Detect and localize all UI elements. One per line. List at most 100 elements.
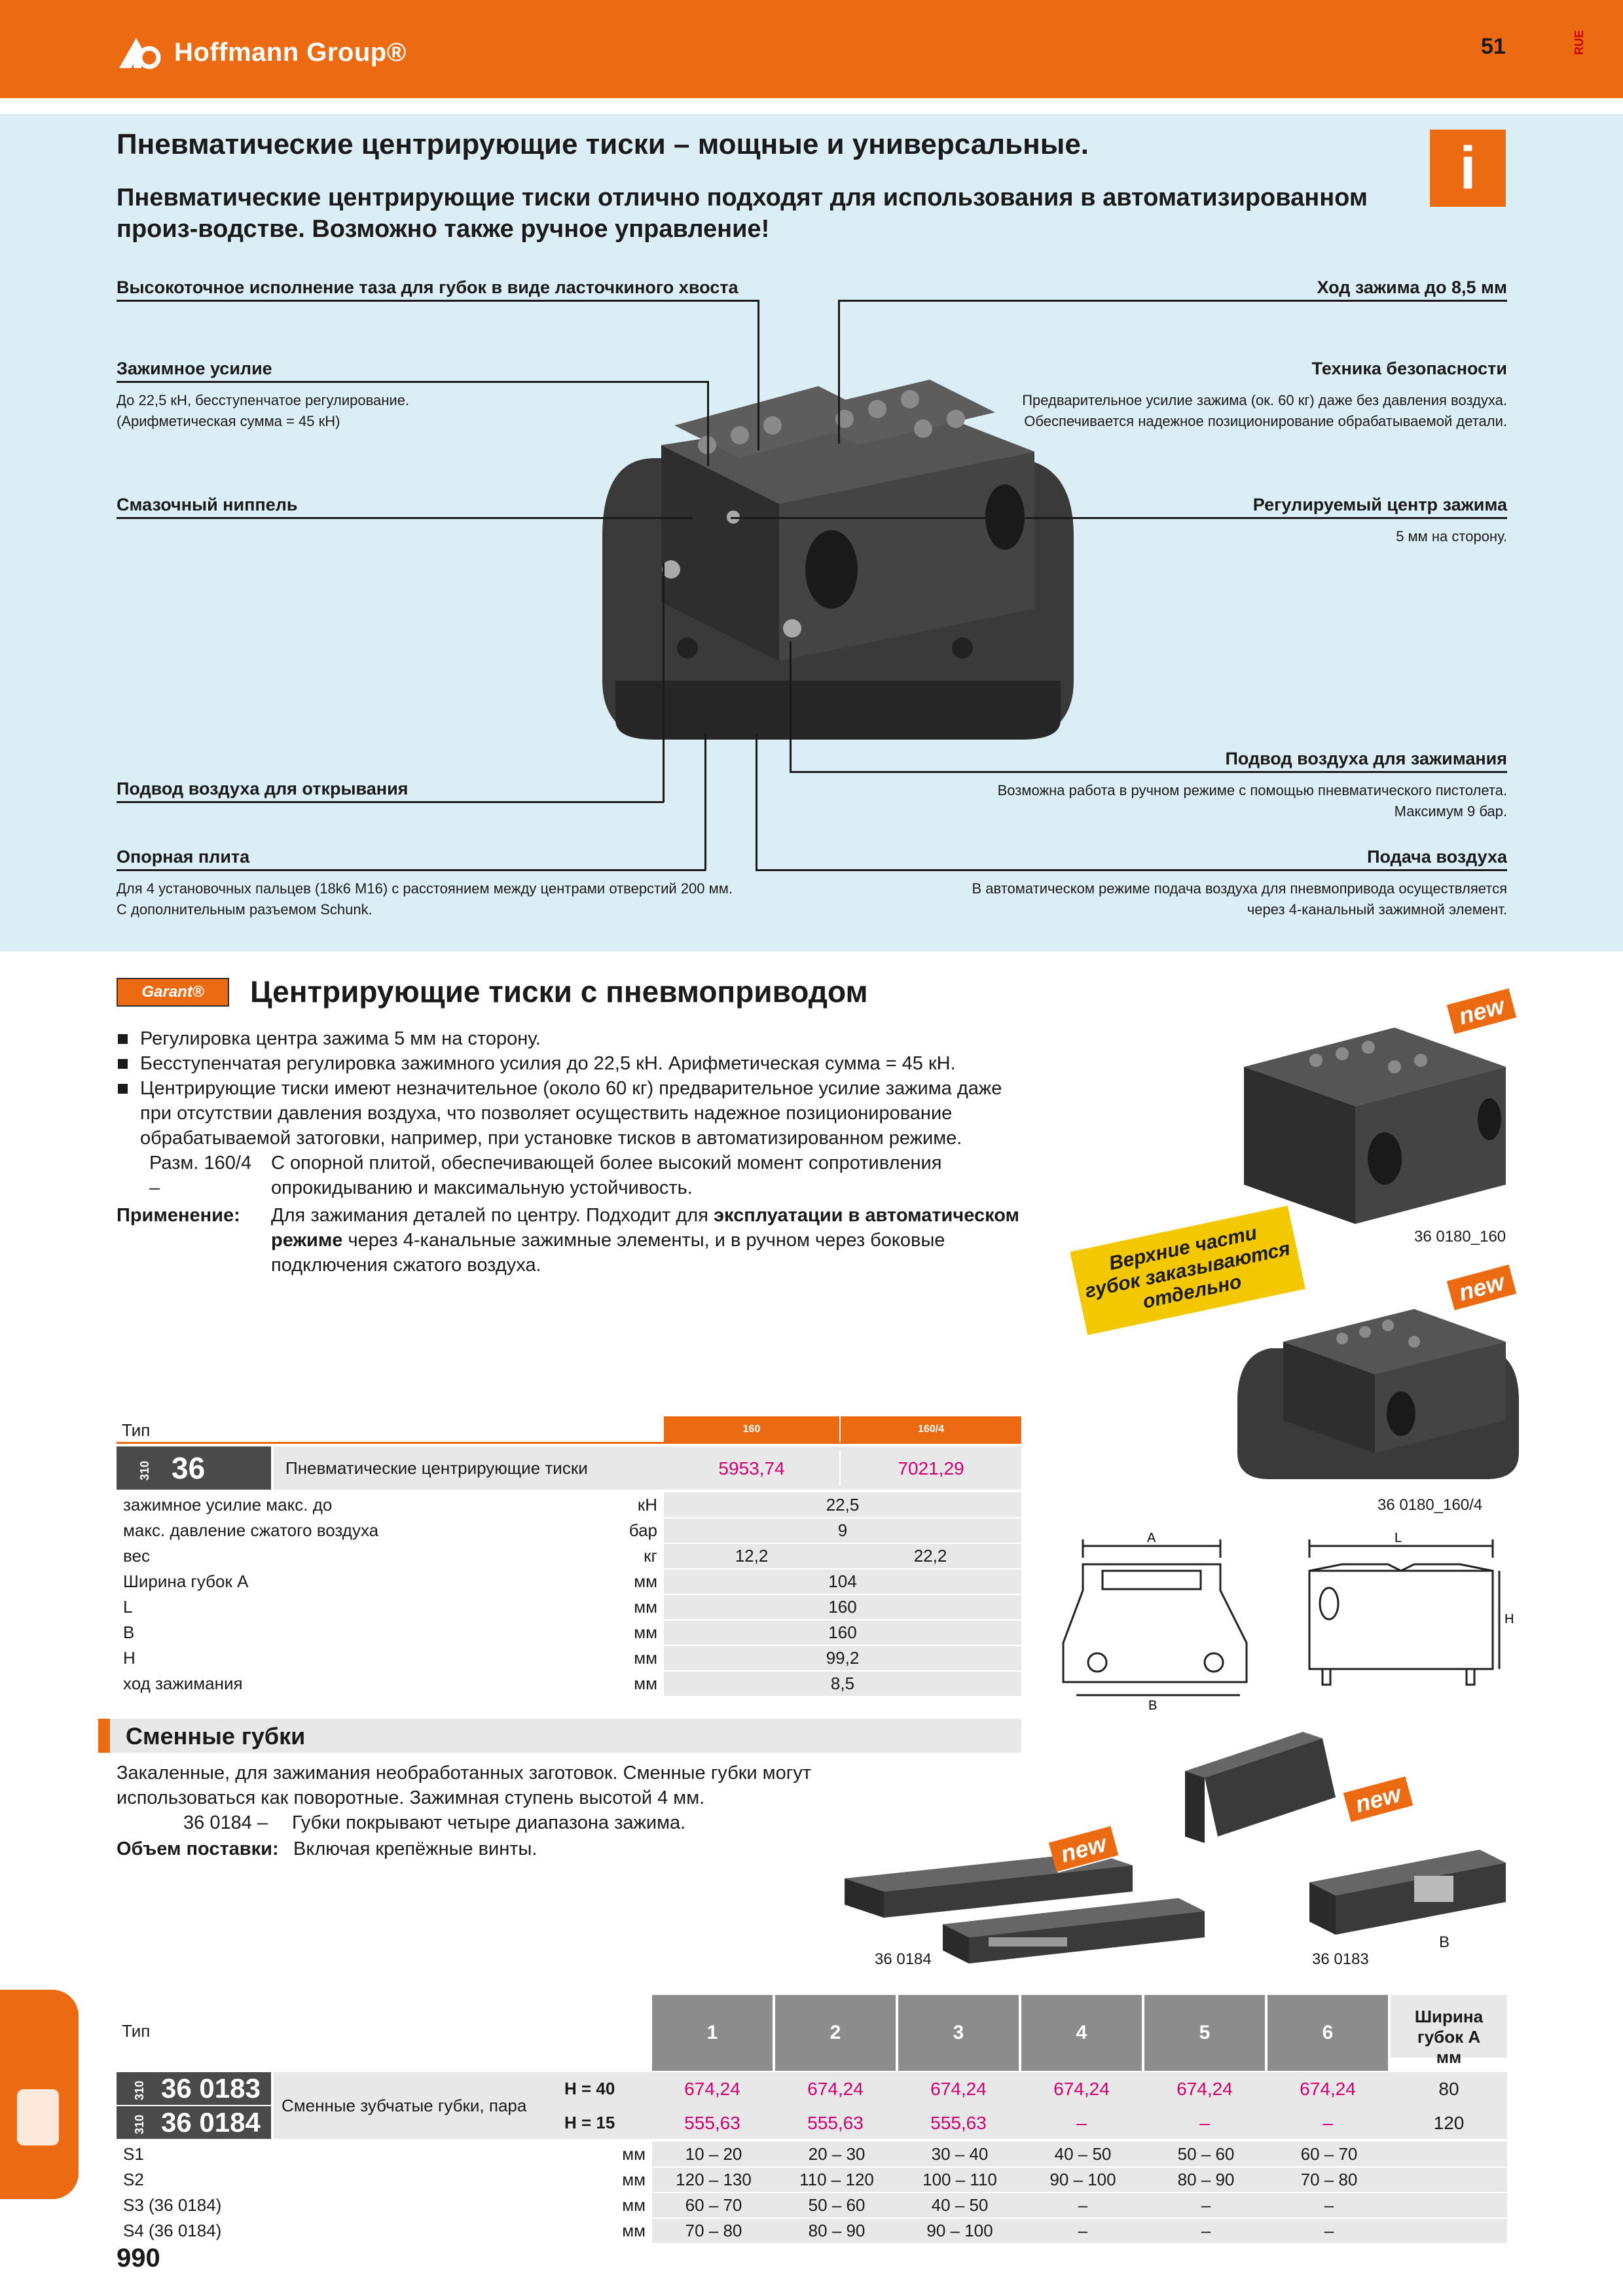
column-header: 6 xyxy=(1267,1995,1388,2071)
row-bg xyxy=(274,1446,1021,1490)
type-label: Тип xyxy=(122,1420,151,1440)
price: 674,24 xyxy=(1300,2079,1356,2099)
price: 674,24 xyxy=(930,2079,987,2099)
price: – xyxy=(1199,2113,1210,2133)
callout-force-desc: До 22,5 кН, бесступенчатое регулирование… xyxy=(117,392,410,408)
callout-air-feed: Подача воздуха xyxy=(1367,847,1507,867)
spec-row: Ширина губок A мм 104 xyxy=(117,1569,1021,1595)
image-caption: 36 0180_160/4 xyxy=(1377,1496,1483,1514)
spec-value: 104 xyxy=(664,1569,1021,1595)
image-caption: 36 0180_160 xyxy=(1414,1228,1506,1246)
spec-unit: бар xyxy=(536,1518,664,1544)
callout-air-open: Подвод воздуха для открывания xyxy=(117,779,409,798)
spec-value: 80 – 90 xyxy=(775,2218,898,2244)
empty-cell xyxy=(1391,2218,1507,2244)
column-header: 3 xyxy=(898,1995,1019,2071)
price: 674,24 xyxy=(1176,2079,1233,2099)
price: 7021,29 xyxy=(898,1458,964,1479)
application-highlight: эксплуатации в автоматическом режиме xyxy=(271,1205,1020,1251)
spec-label: L xyxy=(117,1594,536,1621)
column-header: 4 xyxy=(1021,1995,1142,2071)
jaw-width: 80 xyxy=(1438,2079,1459,2099)
spec-value: 50 – 60 xyxy=(1144,2142,1267,2168)
image-caption: 36 0184 xyxy=(875,1950,932,1968)
product-name: Сменные зубчатые губки, пара xyxy=(282,2096,527,2115)
spec-value: 8,5 xyxy=(664,1671,1021,1697)
callout-center: Регулируемый центр зажима xyxy=(1252,495,1507,514)
garant-logo: Garant® xyxy=(117,978,229,1007)
code-prefix: 310 xyxy=(138,1460,151,1480)
spec-label: вес xyxy=(117,1543,536,1570)
brand-logo[interactable]: Hoffmann Group® xyxy=(117,31,407,73)
price: 5953,74 xyxy=(718,1458,785,1479)
spec-value: – xyxy=(1267,2218,1391,2244)
size-note: С опорной плитой, обеспечивающей более в… xyxy=(271,1153,942,1198)
jaws-title: Сменные губки xyxy=(126,1723,306,1749)
spec-label: B xyxy=(117,1620,536,1646)
dim-label: B xyxy=(1148,1698,1157,1713)
spec-value: 90 – 100 xyxy=(898,2218,1021,2244)
empty-cell xyxy=(1391,2193,1507,2219)
height-label: H = 40 xyxy=(564,2079,615,2098)
spec-unit: мм xyxy=(536,1594,664,1621)
spec-value: 90 – 100 xyxy=(1021,2167,1144,2193)
spec-value: 160 xyxy=(664,1620,1021,1646)
spec-value: 22,5 xyxy=(664,1492,1021,1518)
spec-row: вес кг 12,2 22,2 xyxy=(117,1543,1021,1570)
callout-safety-desc: Предварительное усилие зажима (ок. 60 кг… xyxy=(1022,392,1507,408)
spec-label: Ширина губок A xyxy=(117,1569,536,1595)
spec-label: H xyxy=(117,1645,536,1672)
spec-value: 10 – 20 xyxy=(652,2142,775,2168)
jaws-section-header: Сменные губки xyxy=(98,1719,1021,1753)
spec-value: 120 – 130 xyxy=(652,2167,775,2193)
delivery-text: Включая крепёжные винты. xyxy=(293,1839,538,1859)
spec-unit: мм xyxy=(536,1645,664,1672)
spec-value: 110 – 120 xyxy=(775,2167,898,2193)
spec-label: S4 (36 0184) xyxy=(117,2218,536,2244)
leader-line xyxy=(117,517,693,519)
jaws-note-label: 36 0184 – xyxy=(183,1812,268,1833)
spec-value: 12,2 xyxy=(664,1543,839,1570)
spec-value: – xyxy=(1144,2193,1267,2219)
spec-row: H мм 99,2 xyxy=(117,1645,1021,1672)
leader-line xyxy=(756,733,757,870)
catalog-page-number: 990 xyxy=(117,2244,160,2272)
leader-line xyxy=(838,300,1507,302)
width-header-label: Ширина губок A xyxy=(1414,2007,1484,2047)
leader-line xyxy=(790,641,792,772)
price: 555,63 xyxy=(807,2113,864,2133)
price: 555,63 xyxy=(930,2113,987,2133)
front-drawing: A B xyxy=(1062,1532,1248,1713)
callout-safety: Техника безопасности xyxy=(1311,359,1507,378)
spec-value: 50 – 60 xyxy=(775,2193,898,2219)
price: – xyxy=(1322,2113,1333,2133)
table1-header: Тип 160 160/4 xyxy=(117,1416,1021,1444)
callout-force: Зажимное усилие xyxy=(117,359,272,378)
spec-value: 40 – 50 xyxy=(898,2193,1021,2219)
spec-row: макс. давление сжатого воздуха бар 9 xyxy=(117,1518,1021,1544)
vise-section-icon xyxy=(17,2089,59,2145)
spec-row: S1 мм 10 – 20 20 – 30 30 – 40 40 – 50 50… xyxy=(117,2142,1507,2168)
price: 555,63 xyxy=(684,2113,740,2133)
callout-air-clamp: Подвод воздуха для зажимания xyxy=(1225,749,1507,768)
product-title: Центрирующие тиски с пневмоприводом xyxy=(250,975,868,1009)
delivery-label: Объем поставки: xyxy=(117,1839,279,1859)
leader-line xyxy=(663,563,665,802)
callout-nipple: Смазочный ниппель xyxy=(117,495,298,514)
spec-value: – xyxy=(1144,2218,1267,2244)
image-caption: 36 0183 xyxy=(1312,1950,1369,1968)
callout-base-desc: С дополнительным разъемом Schunk. xyxy=(117,901,373,918)
column-header: 160/4 xyxy=(841,1416,1021,1443)
spec-row: S3 (36 0184) мм 60 – 70 50 – 60 40 – 50 … xyxy=(117,2193,1507,2219)
spec-row: L мм 160 xyxy=(117,1594,1021,1621)
brand-name: Hoffmann Group® xyxy=(174,37,407,67)
spec-row: B мм 160 xyxy=(117,1620,1021,1646)
feature-item: Бесступенчатая регулировка зажимного уси… xyxy=(117,1051,1020,1076)
spec-unit: кг xyxy=(536,1543,664,1570)
